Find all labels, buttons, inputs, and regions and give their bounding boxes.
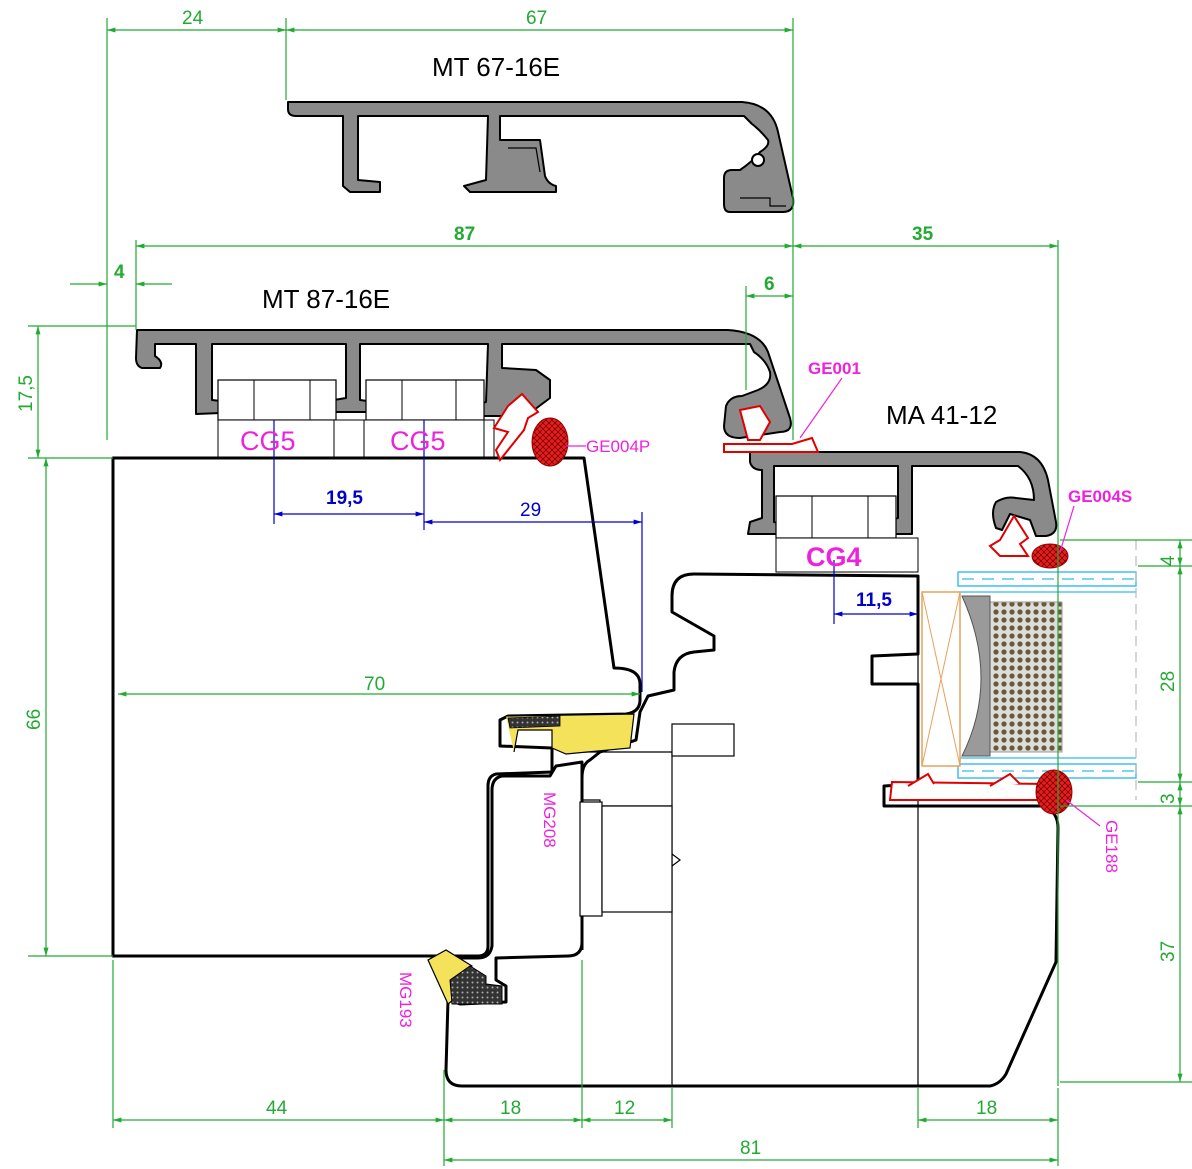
- label-ge188: GE188: [1102, 820, 1121, 873]
- dim-24: 24: [182, 8, 204, 29]
- cg5-blocks: [217, 379, 495, 459]
- dim-44: 44: [266, 1098, 288, 1119]
- dim-right-37: 37: [1158, 941, 1179, 962]
- label-mg208: MG208: [540, 792, 559, 848]
- label-ge001: GE001: [808, 359, 861, 378]
- dim-17-5: 17,5: [16, 375, 37, 412]
- dim-right-3: 3: [1158, 793, 1179, 804]
- cg4-block: [775, 495, 919, 573]
- ge004p-seal: [492, 392, 569, 467]
- blue-dimension-lines: [273, 420, 918, 692]
- dimension-lines: [28, 18, 1192, 1166]
- label-mg193: MG193: [396, 972, 415, 1028]
- dim-19-5: 19,5: [326, 488, 363, 509]
- dim-11-5: 11,5: [856, 590, 892, 611]
- label-cg5-right: CG5: [390, 426, 446, 456]
- dim-18-left: 18: [500, 1098, 521, 1119]
- glass-unit: [921, 540, 1137, 800]
- dim-4-left: 4: [114, 262, 125, 283]
- dim-18-right: 18: [976, 1098, 997, 1119]
- profile-title-ma41: MA 41-12: [886, 400, 997, 430]
- frame-left-wood: [111, 456, 642, 958]
- dim-70: 70: [364, 674, 385, 695]
- dim-right-4: 4: [1158, 555, 1179, 566]
- ge001-seal: [723, 404, 820, 453]
- ge004s-seal: [988, 514, 1069, 569]
- label-cg4: CG4: [806, 542, 862, 572]
- dim-12: 12: [614, 1098, 635, 1119]
- profile-ma41: [747, 451, 1058, 537]
- profile-mt87: [135, 329, 792, 439]
- label-ge004p: GE004P: [586, 437, 650, 456]
- dim-6: 6: [764, 274, 775, 295]
- ge188-seal: [888, 769, 1073, 815]
- dim-29: 29: [520, 500, 541, 521]
- label-ge004s: GE004S: [1068, 487, 1132, 506]
- dim-87: 87: [454, 224, 475, 245]
- profile-mt67: [287, 101, 795, 213]
- dim-66: 66: [24, 709, 45, 730]
- dim-35: 35: [912, 224, 934, 245]
- dim-right-28: 28: [1158, 671, 1179, 692]
- dim-67: 67: [526, 8, 547, 29]
- profile-title-mt87: MT 87-16E: [262, 284, 390, 314]
- label-cg5-left: CG5: [240, 426, 296, 456]
- profile-title-mt67: MT 67-16E: [432, 52, 560, 82]
- leader-lines: [566, 377, 1101, 827]
- dim-81: 81: [740, 1138, 761, 1159]
